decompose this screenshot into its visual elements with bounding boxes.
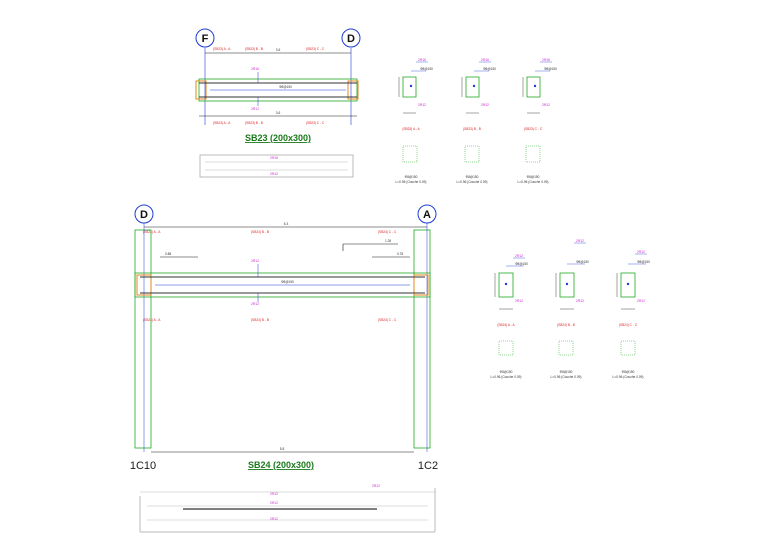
sb24-section-c: 2Φ12 Φ8@150 2Φ12 (SB24) C - C Φ8@150 L=0… (613, 250, 651, 379)
sb24-section-c-note2: L=0.96 (Couche 0.09) (613, 375, 644, 379)
sb24-detail-label-4: 2Φ12 (270, 517, 278, 521)
sb24-bottom-bar-label: 2Φ12 (251, 302, 259, 306)
sb23-bottom-bar-label: 2Φ12 (251, 107, 259, 111)
sb23-section-b-label: (SB23) B - B (463, 127, 481, 131)
sb24-section-b: 2Φ12 Φ8@150 2Φ12 (SB24) B - B Φ8@150 L=0… (551, 239, 590, 379)
sb24-section-b-label: (SB24) B - B (557, 323, 575, 327)
sb23-section-a-note2: L=0.96 (Couche 0.09) (396, 180, 427, 184)
sb23-section-a: 2Φ16 Φ8@150 2Φ12 (SB23) A - A Φ8@150 L=0… (396, 58, 434, 184)
sb24-section-a-note2: L=0.96 (Couche 0.09) (491, 375, 522, 379)
sb23-cut-a-top: (SB23) A - A (213, 47, 231, 51)
sb23-detail-top-label: 2Φ16 (270, 156, 278, 160)
sb24-section-a-note: Φ8@150 (500, 370, 513, 374)
sb24-extra-dim: 1.26 (385, 239, 391, 243)
sb24-section-c-bottom: 2Φ12 (637, 299, 645, 303)
sb24-column-label-right: 1C2 (418, 460, 438, 472)
sb23-section-b-note2: L=0.96 (Couche 0.09) (457, 180, 488, 184)
sb23-section-c-stirrup: Φ8@150 (544, 67, 557, 71)
sb24-section-b-note: Φ8@150 (560, 370, 573, 374)
sb23-beam-body (198, 78, 358, 102)
sb24-detail-label-2: 2Φ12 (270, 492, 278, 496)
sb24-section-c-note: Φ8@150 (622, 370, 635, 374)
sb23-section-c-top: 2Φ16 (542, 58, 550, 62)
sb24-rebar-detail: 2Φ12 2Φ12 2Φ12 2Φ12 (139, 484, 436, 533)
sb24-beam-elevation: D A 6.3 (SB24) A - A (SB24) B - B (SB24)… (134, 204, 437, 453)
sb24-beam-label: SB24 (200x300) (248, 460, 314, 470)
sb23-section-c: 2Φ16 Φ8@150 2Φ12 (SB23) C - C Φ8@150 L=0… (518, 58, 558, 184)
sb24-top-bar-label: 2Φ12 (251, 259, 259, 263)
sb23-section-a-note: Φ8@150 (405, 175, 418, 179)
sb23-detail-bottom-label: 2Φ12 (270, 172, 278, 176)
sb23-section-c-bottom: 2Φ12 (542, 103, 550, 107)
sb23-grid-label-right: D (347, 33, 355, 45)
sb24-section-b-bottom: 2Φ12 (576, 299, 584, 303)
sb23-section-b-note: Φ8@150 (466, 175, 479, 179)
sb23-cut-b-bottom: (SB23) B - B (245, 121, 263, 125)
sb23-section-a-top: 2Φ16 (418, 58, 426, 62)
sb24-detail-label-3: 2Φ12 (270, 501, 278, 505)
sb23-beam-elevation: F D 3.6 (SB23) A - A (SB23) B - B (SB23)… (195, 28, 361, 125)
sb24-column-left (134, 229, 152, 449)
sb24-detail-label-1: 2Φ12 (372, 484, 380, 488)
sb23-grid-label-left: F (202, 33, 209, 45)
sb24-bottom-dim: 5.8 (280, 447, 285, 451)
sb23-beam-label: SB23 (200x300) (245, 133, 311, 143)
sb23-section-b-stirrup: Φ8@150 (483, 67, 496, 71)
sb24-section-c-label: (SB24) C - C (619, 323, 638, 327)
sb24-stirrup-label: Φ8@150 (281, 280, 294, 284)
sb23-cut-c-bottom: (SB23) C - C (306, 121, 325, 125)
sb24-grid-label-right: A (423, 209, 431, 221)
sb24-section-a-stirrup: Φ8@150 (515, 262, 528, 266)
sb23-section-b: 2Φ16 Φ8@150 2Φ12 (SB23) B - B Φ8@150 L=0… (457, 58, 497, 184)
sb24-column-label-left: 1C10 (130, 460, 156, 472)
sb23-section-c-note2: L=0.96 (Couche 0.09) (518, 180, 549, 184)
sb24-cut-b-top: (SB24) B - B (251, 230, 269, 234)
sb23-sections: 2Φ16 Φ8@150 2Φ12 (SB23) A - A Φ8@150 L=0… (396, 58, 558, 184)
sb24-cut-a-bottom: (SB24) A - A (143, 318, 161, 322)
sb24-section-b-note2: L=0.96 (Couche 0.09) (551, 375, 582, 379)
sb24-cut-b-bottom: (SB24) B - B (251, 318, 269, 322)
sb23-bottom-span-dim: 3.6 (276, 111, 281, 115)
sb23-rebar-detail: 2Φ16 2Φ12 (199, 154, 354, 178)
sb23-stirrup-label: Φ8@150 (279, 85, 292, 89)
sb24-section-b-stirrup: Φ8@150 (576, 260, 589, 264)
sb23-cut-a-bottom: (SB23) A - A (213, 121, 231, 125)
sb24-left-dim: 0.88 (165, 252, 171, 256)
sb24-section-a-top: 2Φ12 (515, 254, 523, 258)
sb23-section-c-note: Φ8@150 (527, 175, 540, 179)
sb24-cut-a-top: (SB24) A - A (143, 230, 161, 234)
sb24-beam-body (134, 272, 431, 298)
sb24-section-a-bottom: 2Φ12 (515, 299, 523, 303)
sb23-span-dim: 3.6 (276, 48, 281, 52)
sb24-column-right (413, 229, 431, 449)
sb24-section-a-label: (SB24) A - A (497, 323, 515, 327)
sb23-top-bar-label: 2Φ16 (251, 67, 259, 71)
sb23-cut-b-top: (SB23) B - B (245, 47, 263, 51)
sb24-section-b-top: 2Φ12 (576, 239, 584, 243)
sb24-cut-c-top: (SB24) C - C (378, 230, 397, 234)
sb23-cut-c-top: (SB23) C - C (306, 47, 325, 51)
sb24-section-c-top: 2Φ12 (637, 250, 645, 254)
sb23-section-c-label: (SB23) C - C (524, 127, 543, 131)
sb24-span-dim: 6.3 (284, 222, 289, 226)
sb23-section-a-label: (SB23) A - A (402, 127, 420, 131)
sb23-section-a-bottom: 2Φ12 (418, 103, 426, 107)
sb23-section-b-top: 2Φ16 (481, 58, 489, 62)
sb23-grid-bubble-left (195, 28, 215, 48)
sb24-grid-label-left: D (140, 209, 148, 221)
sb24-cut-c-bottom: (SB24) C - C (378, 318, 397, 322)
sb23-grid-bubble-right (341, 28, 361, 48)
sb24-section-a: 2Φ12 Φ8@150 2Φ12 (SB24) A - A Φ8@150 L=0… (491, 254, 529, 379)
sb23-section-b-bottom: 2Φ12 (481, 103, 489, 107)
sb23-section-a-stirrup: Φ8@150 (420, 67, 433, 71)
sb24-sections: 2Φ12 Φ8@150 2Φ12 (SB24) A - A Φ8@150 L=0… (491, 239, 651, 379)
sb24-extra-dim2: 0.78 (397, 252, 403, 256)
sb24-section-c-stirrup: Φ8@150 (637, 260, 650, 264)
